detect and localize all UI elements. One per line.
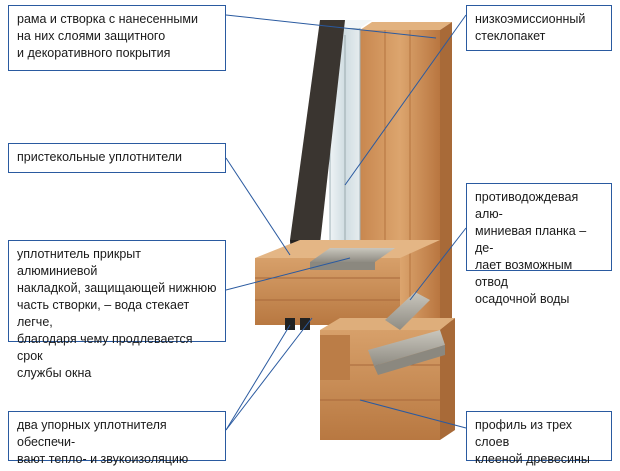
leader-lam (359, 399, 467, 429)
callout-frame-coating: рама и створка с нанесенными на них слоя… (8, 5, 226, 71)
leader-frame (225, 14, 437, 39)
leader-lines (225, 14, 467, 431)
leader-stops-1 (225, 324, 291, 431)
callout-glazing-seals: пристекольные уплотнители (8, 143, 226, 173)
aluminum-drip-rail (368, 292, 445, 375)
leader-seals (225, 157, 291, 256)
callout-stop-seals: два упорных уплотнителя обеспечи- вают т… (8, 411, 226, 466)
callout-aluminum-cover: уплотнитель прикрыт алюминиевой накладко… (8, 240, 226, 380)
leader-cover (225, 257, 351, 291)
callout-drip-rail: противодождевая алю- миниевая планка – д… (466, 183, 612, 306)
sash-bottom-rail (255, 240, 440, 330)
leader-stops-2 (225, 317, 313, 431)
leader-drip (409, 227, 467, 301)
leader-glass (344, 14, 467, 186)
callout-laminated-profile: профиль из трех слоев клееной древесины (466, 411, 612, 466)
callout-low-e-glass: низкоэмиссионный стеклопакет (466, 5, 612, 51)
